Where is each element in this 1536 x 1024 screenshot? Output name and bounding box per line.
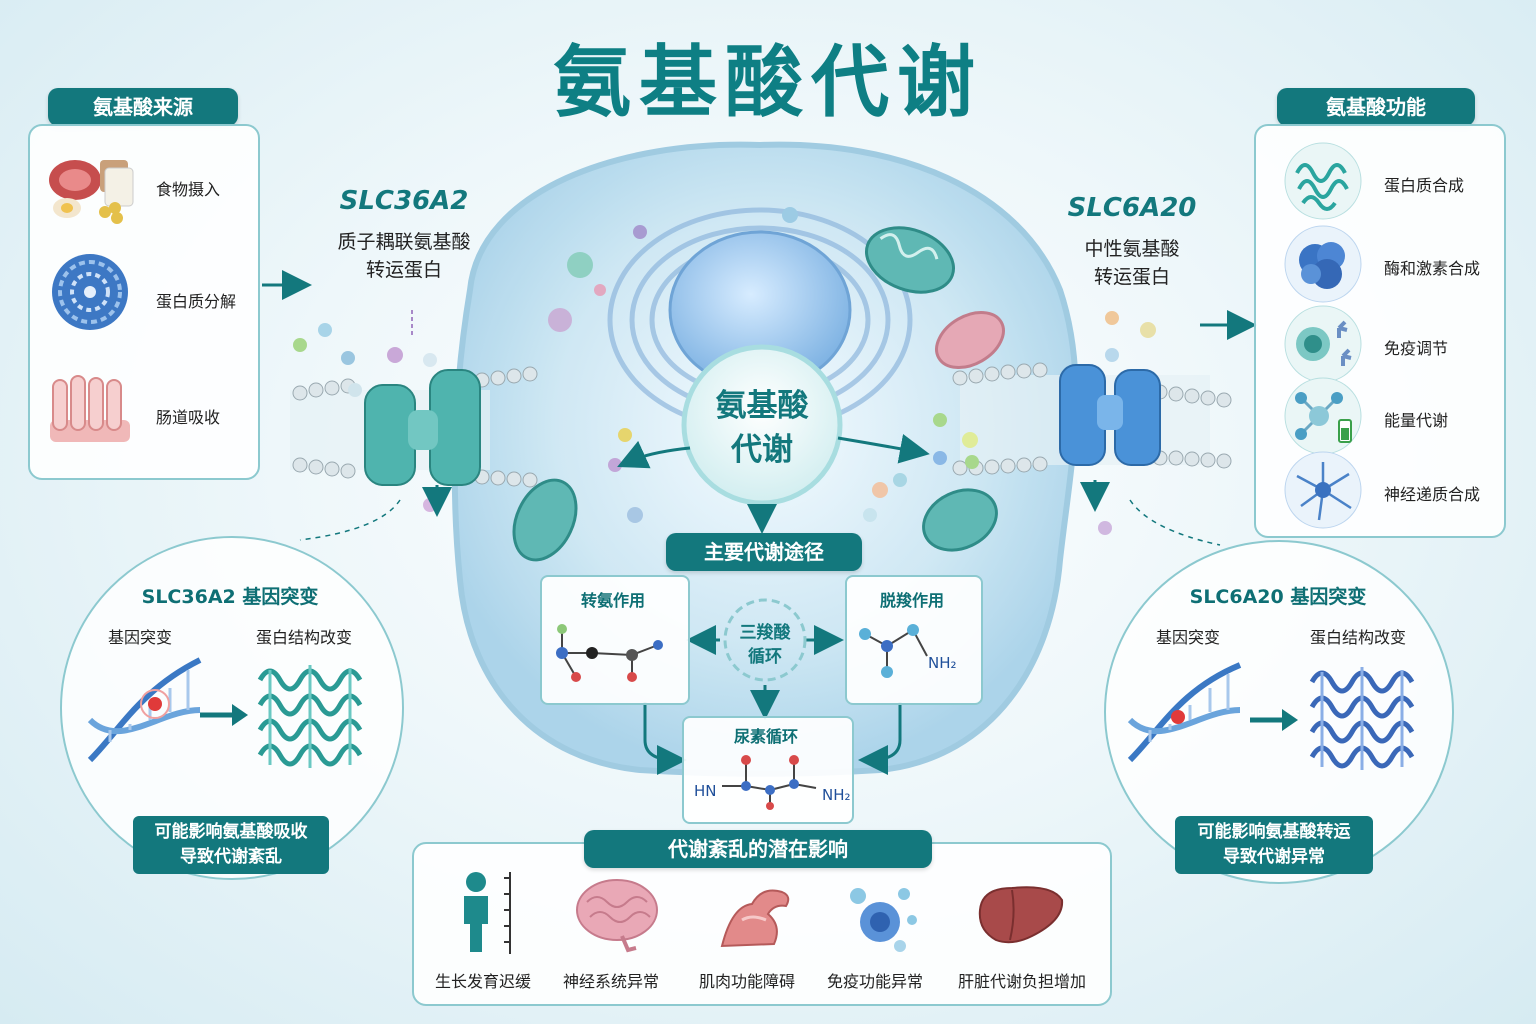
- protein-structure-altered-icon-right: [1309, 667, 1415, 770]
- slc6a20-note-line1: 可能影响氨基酸转运: [1197, 822, 1351, 842]
- effect-item-growth: 生长发育迟缓: [434, 972, 531, 991]
- sources-header: 氨基酸来源: [48, 88, 238, 126]
- slc36a2-mutation-sub-gene: 基因突变: [108, 628, 173, 647]
- decarboxylation-label: 脱羧作用: [879, 591, 944, 610]
- slc36a2-desc-line2: 转运蛋白: [365, 259, 442, 281]
- decarboxylation-nh2: NH₂: [928, 654, 957, 672]
- source-item-food: 食物摄入: [156, 180, 221, 199]
- slc6a20-transporter: [1059, 364, 1161, 466]
- food-icon: [49, 160, 134, 224]
- center-bubble: [681, 344, 843, 506]
- amino-acid-particles: [548, 207, 907, 523]
- transamination-label: 转氨作用: [580, 591, 645, 610]
- slc36a2-transporter: [364, 369, 481, 486]
- slc6a20-mutation-note: 可能影响氨基酸转运 导致代谢异常: [1175, 816, 1373, 874]
- function-item-enzyme: 酶和激素合成: [1384, 259, 1481, 278]
- enzyme-icon: [1284, 225, 1362, 303]
- intestine-villi-icon: [50, 375, 130, 442]
- child-height-icon: [464, 872, 511, 954]
- transamination-molecule: [556, 624, 663, 682]
- molecule-battery-icon: [1284, 377, 1362, 455]
- effect-item-muscle: 肌肉功能障碍: [698, 972, 795, 991]
- urea-left-group: HN: [694, 782, 717, 800]
- function-item-protein: 蛋白质合成: [1384, 176, 1465, 195]
- urea-cycle-label: 尿素循环: [733, 727, 798, 746]
- effects-header: 代谢紊乱的潜在影响: [584, 830, 932, 868]
- source-item-protein: 蛋白质分解: [156, 292, 237, 311]
- decarboxylation-molecule: [859, 624, 928, 678]
- slc6a20-name: SLC6A20: [1067, 193, 1197, 223]
- urea-right-group: NH₂: [822, 786, 851, 804]
- function-item-neuro: 神经递质合成: [1384, 485, 1481, 504]
- virus-cell-icon: [850, 888, 917, 952]
- slc6a20-mutation-sub-gene: 基因突变: [1156, 628, 1221, 647]
- muscle-arm-icon: [720, 889, 790, 948]
- arrow-right-icon-2: [1250, 709, 1298, 731]
- mitochondria: [512, 226, 1005, 562]
- transamination-box: [540, 575, 690, 705]
- slc36a2-note-line2: 导致代谢紊乱: [180, 847, 282, 867]
- urea-molecule: [722, 755, 817, 810]
- center-title-line2: 代谢: [731, 432, 793, 468]
- arrow-right-icon: [200, 704, 248, 726]
- function-item-energy: 能量代谢: [1384, 411, 1449, 430]
- effect-item-immune: 免疫功能异常: [826, 972, 923, 991]
- protein-structure-icon: [1284, 142, 1362, 220]
- function-item-immune: 免疫调节: [1384, 339, 1449, 358]
- slc6a20-mutation-sub-protein: 蛋白结构改变: [1310, 628, 1407, 647]
- neuron-icon: [1284, 451, 1362, 529]
- slc6a20-mutation-title: SLC6A20 基因突变: [1189, 586, 1367, 608]
- protein-structure-altered-icon: [257, 665, 363, 768]
- tca-cycle-line2: 循环: [748, 647, 782, 667]
- protein-globule-icon: [52, 254, 128, 330]
- source-item-intestine: 肠道吸收: [156, 408, 221, 427]
- slc36a2-desc-line1: 质子耦联氨基酸: [337, 231, 471, 253]
- immune-cell-icon: [1284, 305, 1362, 383]
- slc6a20-desc-line1: 中性氨基酸: [1084, 238, 1180, 260]
- pathways-header: 主要代谢途径: [666, 533, 862, 571]
- tca-cycle-ring: [723, 598, 807, 682]
- dna-helix-icon-right: [1127, 662, 1242, 763]
- page-title: 氨基酸代谢: [552, 38, 983, 128]
- dna-helix-icon: [87, 657, 202, 763]
- brain-icon: [576, 879, 658, 953]
- tca-cycle-line1: 三羧酸: [739, 623, 791, 643]
- functions-header: 氨基酸功能: [1277, 88, 1475, 126]
- effect-item-neuro: 神经系统异常: [562, 972, 659, 991]
- slc6a20-desc-line2: 转运蛋白: [1093, 266, 1170, 288]
- slc36a2-name: SLC36A2: [339, 186, 469, 216]
- slc36a2-note-line1: 可能影响氨基酸吸收: [154, 822, 308, 842]
- effect-item-liver: 肝脏代谢负担增加: [957, 972, 1086, 991]
- liver-icon: [978, 886, 1064, 944]
- slc6a20-note-line2: 导致代谢异常: [1223, 847, 1325, 867]
- slc36a2-mutation-note: 可能影响氨基酸吸收 导致代谢紊乱: [133, 816, 329, 874]
- decarboxylation-box: [845, 575, 983, 705]
- center-title-line1: 氨基酸: [715, 388, 809, 424]
- slc36a2-mutation-sub-protein: 蛋白结构改变: [256, 628, 353, 647]
- slc36a2-mutation-title: SLC36A2 基因突变: [141, 586, 319, 608]
